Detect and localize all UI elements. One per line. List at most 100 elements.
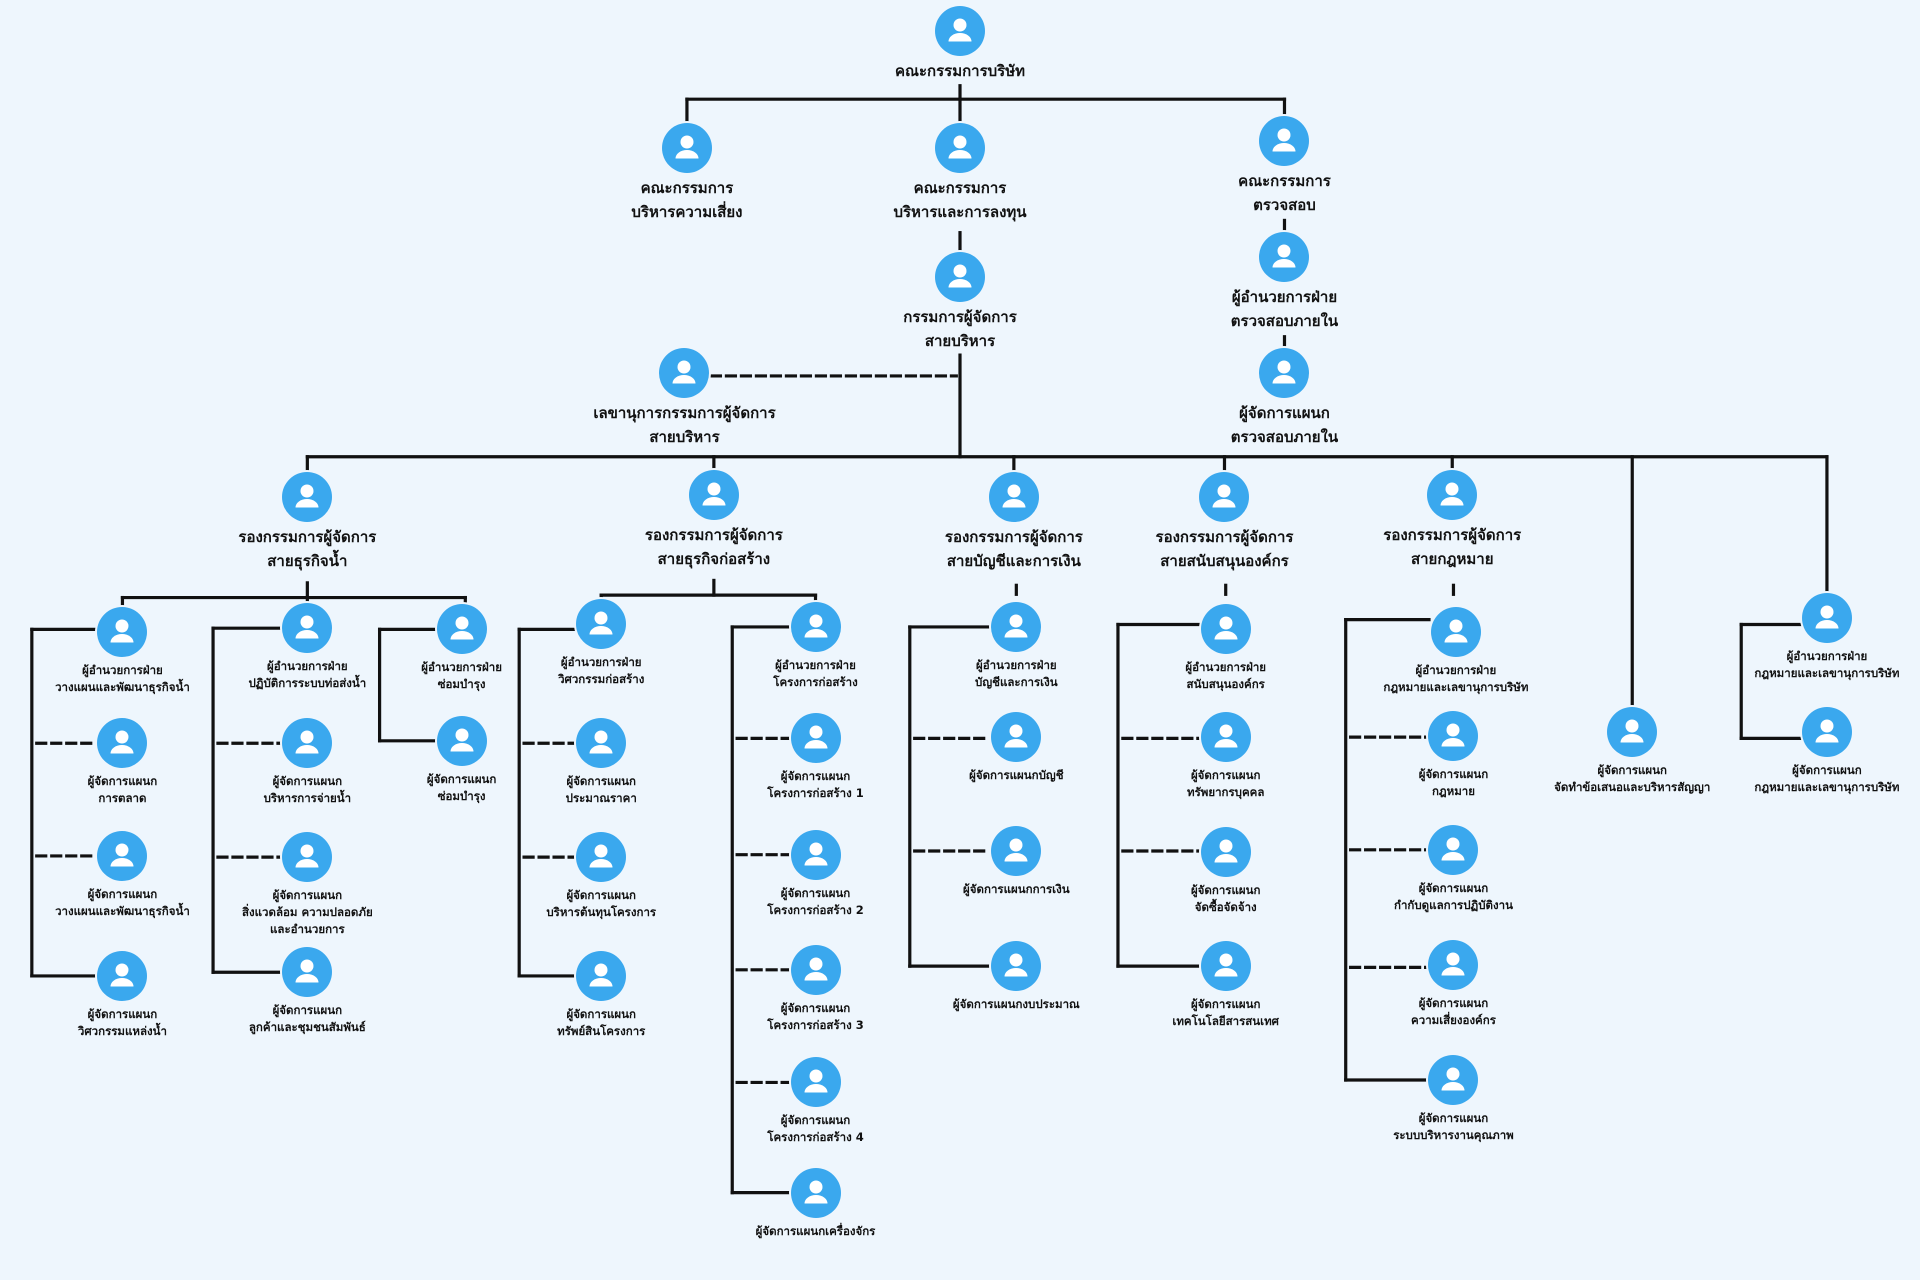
- node-label-line: โครงการก่อสร้าง: [773, 674, 858, 689]
- node-label-line: ผู้จัดการแผนก: [1418, 880, 1489, 895]
- node-label-line: วิศวกรรมก่อสร้าง: [558, 672, 645, 687]
- node-label: ผู้จัดการแผนกการตลาด: [88, 773, 158, 807]
- node-label: ผู้จัดการแผนกทรัพยากรบุคคล: [1187, 767, 1264, 801]
- node-label-line: บัญชีและการเงิน: [975, 674, 1058, 689]
- user-icon: [589, 730, 613, 754]
- node-label: ผู้จัดการแผนกระบบบริหารงานคุณภาพ: [1393, 1110, 1514, 1144]
- avatar: [991, 712, 1042, 763]
- avatar: [1430, 606, 1481, 657]
- user-icon: [295, 844, 319, 868]
- node-label-line: ผู้อำนวยการฝ่าย: [1231, 288, 1338, 307]
- node-label: ผู้จัดการแผนกเครื่องจักร: [756, 1223, 876, 1240]
- node-label-line: ตรวจสอบ: [1253, 195, 1316, 214]
- node-label: รองกรรมการผู้จัดการสายธุรกิจน้ำ: [238, 525, 376, 573]
- user-icon: [804, 842, 827, 866]
- node-label: ผู้จัดการแผนกกฎหมาย: [1419, 766, 1489, 800]
- node-label: ผู้จัดการแผนกลูกค้าและชุมชนสัมพันธ์: [249, 1002, 366, 1036]
- node-label-line: โครงการก่อสร้าง 2: [767, 902, 864, 917]
- node-label-line: ผู้จัดการแผนก: [87, 886, 158, 901]
- user-icon: [948, 264, 972, 288]
- node-label-line: ผู้จัดการแผนก: [1190, 768, 1261, 783]
- user-icon: [1620, 719, 1644, 743]
- node-label-line: ทรัพยากรบุคคล: [1187, 785, 1265, 800]
- node-label-line: ผู้จัดการแผนก: [780, 769, 851, 784]
- node-label-line: วางแผนและพัฒนาธุรกิจน้ำ: [55, 679, 190, 694]
- user-icon: [450, 616, 474, 640]
- node-label-line: สายกฎหมาย: [1410, 549, 1494, 568]
- user-icon: [675, 135, 699, 159]
- node-label-line: กฎหมาย: [1431, 783, 1475, 798]
- avatar: [1428, 1055, 1479, 1105]
- node-label-line: กฎหมายและเลขานุการบริษัท: [1754, 666, 1900, 681]
- node-label-line: ผู้จัดการแผนก: [87, 774, 158, 789]
- node-label: เลขานุการกรรมการผู้จัดการสายบริหาร: [593, 401, 775, 449]
- node-label-line: คณะกรรมการ: [1238, 171, 1331, 190]
- node-label-line: โครงการก่อสร้าง 1: [767, 786, 864, 801]
- node-label-line: ผู้จัดการแผนกงบประมาณ: [952, 997, 1080, 1012]
- node-label-line: คณะกรรมการบริษัท: [894, 61, 1026, 80]
- avatar: [991, 941, 1042, 992]
- node-label-line: ผู้จัดการแผนก: [272, 774, 343, 789]
- node-label: ผู้จัดการแผนกทรัพย์สินโครงการ: [557, 1006, 645, 1040]
- avatar: [790, 1057, 841, 1108]
- node-label: ผู้จัดการแผนกกำกับดูแลการปฏิบัติงาน: [1394, 880, 1513, 914]
- avatar: [576, 832, 627, 883]
- avatar: [97, 606, 148, 657]
- avatar: [688, 469, 739, 520]
- node-label: ผู้จัดการแผนกบริหารการจ่ายน้ำ: [264, 773, 352, 807]
- avatar: [1259, 115, 1310, 166]
- user-icon: [1272, 360, 1296, 384]
- avatar: [1200, 941, 1251, 992]
- node-label: ผู้จัดการแผนกโครงการก่อสร้าง 4: [767, 1112, 863, 1146]
- node-label-line: ตรวจสอบภายใน: [1230, 428, 1339, 447]
- user-icon: [1441, 837, 1465, 861]
- avatar: [659, 348, 710, 399]
- user-icon: [589, 963, 613, 987]
- user-icon: [948, 135, 972, 159]
- avatar: [282, 947, 333, 998]
- user-icon: [1441, 1067, 1465, 1091]
- node-label-line: ผู้อำนวยการฝ่าย: [775, 657, 856, 672]
- avatar: [790, 829, 841, 880]
- user-icon: [110, 843, 134, 867]
- avatar: [1801, 707, 1852, 758]
- node-label-line: ซ่อมบำรุง: [437, 788, 486, 803]
- node-label: ผู้จัดการแผนกงบประมาณ: [953, 996, 1080, 1013]
- node-label-line: บริหารต้นทุนโครงการ: [546, 905, 657, 920]
- avatar: [436, 715, 487, 766]
- node-label-line: ผู้จัดการแผนก: [87, 1006, 158, 1021]
- avatar: [1200, 712, 1251, 763]
- node-label-line: ผู้จัดการแผนก: [1239, 404, 1330, 423]
- avatar: [282, 832, 333, 883]
- user-icon: [1441, 952, 1465, 976]
- avatar: [1428, 824, 1479, 875]
- avatar: [790, 944, 841, 995]
- node-label-line: กฎหมายและเลขานุการบริษัท: [1754, 780, 1900, 795]
- node-label-line: ผู้อำนวยการฝ่าย: [266, 659, 348, 674]
- node-label-line: ผู้จัดการแผนกการเงิน: [963, 882, 1070, 897]
- user-icon: [1004, 953, 1028, 977]
- avatar: [790, 1167, 841, 1218]
- user-icon: [1214, 839, 1238, 863]
- node-label: ผู้อำนวยการฝ่ายตรวจสอบภายใน: [1231, 285, 1338, 333]
- node-label-line: กรรมการผู้จัดการ: [903, 307, 1017, 326]
- avatar: [576, 950, 627, 1001]
- node-label: รองกรรมการผู้จัดการสายกฎหมาย: [1383, 523, 1521, 571]
- node-label-line: ผู้จัดการแผนก: [1418, 1111, 1489, 1125]
- node-label-line: สายบริหาร: [924, 331, 996, 350]
- node-label: ผู้จัดการแผนกการเงิน: [963, 881, 1070, 898]
- avatar: [576, 718, 627, 769]
- node-label-line: สายบัญชีและการเงิน: [946, 552, 1081, 571]
- avatar: [1607, 707, 1658, 758]
- node-label: ผู้จัดการแผนกกฎหมายและเลขานุการบริษัท: [1754, 762, 1899, 796]
- node-label: ผู้จัดการแผนกโครงการก่อสร้าง 1: [767, 768, 863, 802]
- node-label-line: กฎหมายและเลขานุการบริษัท: [1383, 679, 1529, 694]
- node-label-line: วางแผนและพัฒนาธุรกิจน้ำ: [55, 903, 190, 918]
- node-label-line: เทคโนโลยีสารสนเทศ: [1172, 1014, 1279, 1029]
- node-label: ผู้อำนวยการฝ่ายวางแผนและพัฒนาธุรกิจน้ำ: [55, 662, 190, 696]
- node-label-line: สายธุรกิจก่อสร้าง: [657, 549, 771, 568]
- node-label-line: คณะกรรมการ: [913, 179, 1007, 198]
- node-label-line: ผู้จัดการแผนก: [1418, 766, 1489, 781]
